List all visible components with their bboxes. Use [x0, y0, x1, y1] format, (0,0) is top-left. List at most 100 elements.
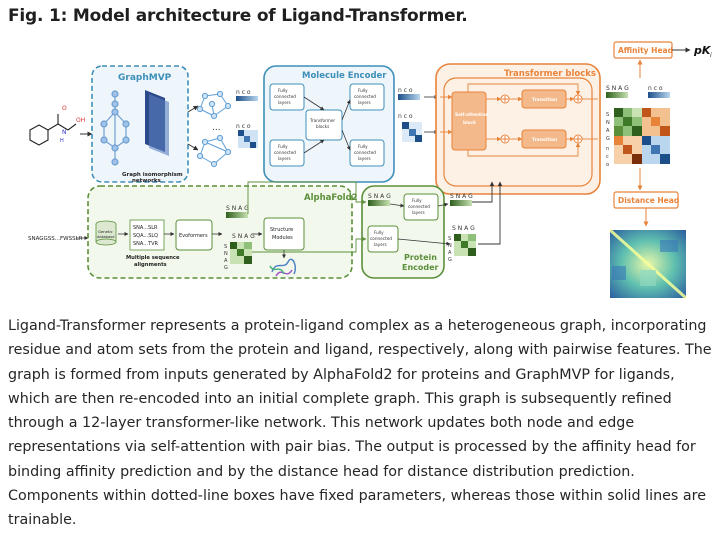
transition-block: Transition — [521, 89, 567, 109]
af2-connectors — [247, 181, 367, 253]
ligand-graph-output-icon — [196, 90, 232, 120]
protein-residue-label: G — [448, 257, 452, 263]
svg-text:Modules: Modules — [272, 235, 293, 241]
ligand-token-label: n c o — [398, 87, 413, 94]
svg-text:layers: layers — [278, 156, 291, 161]
svg-text:connected: connected — [370, 236, 392, 241]
affinity-head-label: Affinity Head — [618, 46, 673, 55]
ligand-atom-label: o — [606, 162, 609, 168]
svg-text:database: database — [97, 234, 115, 239]
arrow — [437, 202, 449, 207]
arrow — [397, 238, 451, 246]
protein-encoder-title: Protein — [404, 253, 437, 262]
protein-residue-label: S — [606, 112, 609, 118]
transformer-blocks-title: Transformer blocks — [504, 69, 596, 79]
svg-text:Structure: Structure — [270, 227, 293, 233]
svg-text:Genetic: Genetic — [98, 229, 113, 234]
svg-text:Fully: Fully — [358, 88, 368, 93]
ligand-token-label: n c o — [398, 113, 413, 120]
affinity-output-subscript: i — [710, 52, 712, 59]
pair-feature-matrix — [614, 108, 670, 164]
ligand-node-token — [398, 94, 420, 100]
protein-node-token — [450, 200, 472, 206]
ligand-token-label: n c o — [648, 85, 663, 92]
ligand-molecule-icon: O N OH H — [29, 105, 85, 146]
protein-token-label: S N A G — [368, 193, 391, 200]
evoformers-box: Evoformers — [175, 219, 213, 251]
transformer-block-box: Transformer blocks — [305, 109, 343, 141]
protein-residue-label: A — [606, 128, 610, 134]
svg-text:connected: connected — [274, 94, 296, 99]
protein-encoder-title-2: Encoder — [402, 263, 439, 272]
fc-layer-box: Fully connected layers — [349, 139, 385, 167]
svg-text:Fully: Fully — [278, 144, 288, 149]
affinity-output: pK — [693, 44, 712, 57]
protein-structure-icon — [269, 258, 297, 277]
protein-residue-label: N — [224, 251, 228, 257]
svg-text:Transition: Transition — [532, 137, 557, 143]
fc-layer-box: Fully connected layers — [269, 83, 305, 111]
ligand-atom-label: c — [606, 154, 609, 160]
ligand-node-token — [236, 96, 258, 101]
arrow — [187, 143, 199, 151]
protein-token-label: S N A G — [452, 225, 475, 232]
svg-text:Fully: Fully — [358, 144, 368, 149]
protein-residue-label: A — [224, 258, 228, 264]
ellipsis: ... — [212, 123, 221, 133]
structure-modules-box: Structure Modules — [263, 217, 305, 251]
svg-text:block: block — [463, 120, 476, 126]
svg-text:Fully: Fully — [374, 230, 384, 235]
graphmvp-title: GraphMVP — [118, 73, 172, 83]
distance-head-label: Distance Head — [618, 196, 679, 205]
arrow — [389, 203, 405, 208]
svg-text:Evoformers: Evoformers — [179, 233, 208, 239]
figure-caption: Ligand-Transformer represents a protein-… — [8, 318, 712, 529]
ligand-token-label: n c o — [236, 123, 251, 130]
gin-label-2: networks — [132, 178, 162, 184]
ligand-edge-matrix — [402, 122, 422, 142]
svg-text:H: H — [60, 138, 64, 144]
protein-residue-label: S — [224, 244, 227, 250]
figure-title: Fig. 1: Model architecture of Ligand-Tra… — [8, 6, 468, 26]
protein-sequence: SNAGGSS...FWSSLR — [28, 236, 83, 242]
protein-residue-label: N — [448, 243, 452, 249]
protein-node-token — [368, 200, 390, 206]
ligand-graph-output-icon — [196, 134, 232, 168]
msa-box: SNA...SLR SQA...SLQ SNA...TVR — [129, 219, 165, 251]
svg-text:N: N — [62, 129, 67, 136]
svg-text:Self-attention: Self-attention — [455, 112, 489, 118]
msa-label-2: alignments — [134, 262, 167, 268]
molecule-encoder-title: Molecule Encoder — [302, 71, 387, 81]
svg-text:Transformer: Transformer — [309, 118, 335, 123]
svg-text:connected: connected — [274, 150, 296, 155]
svg-text:connected: connected — [354, 94, 376, 99]
fc-layer-box: Fully connected layers — [403, 193, 439, 221]
svg-text:connected: connected — [408, 204, 430, 209]
self-attention-block: Self-attention block — [451, 91, 489, 151]
gin-label: Graph isomorphism — [122, 172, 183, 178]
msa-line: SNA...TVR — [133, 241, 158, 247]
svg-text:connected: connected — [354, 150, 376, 155]
encoder-arrows — [303, 96, 351, 154]
alphafold2-title: AlphaFold2 — [304, 193, 358, 203]
transition-block: Transition — [521, 129, 567, 149]
ligand-atom-label: n — [606, 146, 609, 152]
protein-to-transformer — [472, 181, 503, 245]
protein-token-label: S N A G — [450, 193, 473, 200]
distance-map-icon — [608, 228, 688, 300]
protein-residue-label: S — [448, 236, 451, 242]
svg-text:blocks: blocks — [316, 124, 329, 129]
msa-label: Multiple sequence — [126, 255, 180, 261]
fc-layer-box: Fully connected layers — [349, 83, 385, 111]
genetic-database-icon: Genetic database — [95, 220, 117, 246]
svg-text:Fully: Fully — [278, 88, 288, 93]
svg-text:O: O — [62, 105, 67, 112]
ligand-token-label: n c o — [236, 89, 251, 96]
ligand-node-token — [648, 92, 670, 98]
svg-text:Transition: Transition — [532, 97, 557, 103]
protein-residue-label: A — [448, 250, 452, 256]
protein-node-token — [226, 212, 248, 218]
protein-token-label: S N A G — [606, 85, 629, 92]
protein-residue-label: G — [606, 136, 610, 142]
protein-token-label: S N A G — [232, 233, 255, 240]
